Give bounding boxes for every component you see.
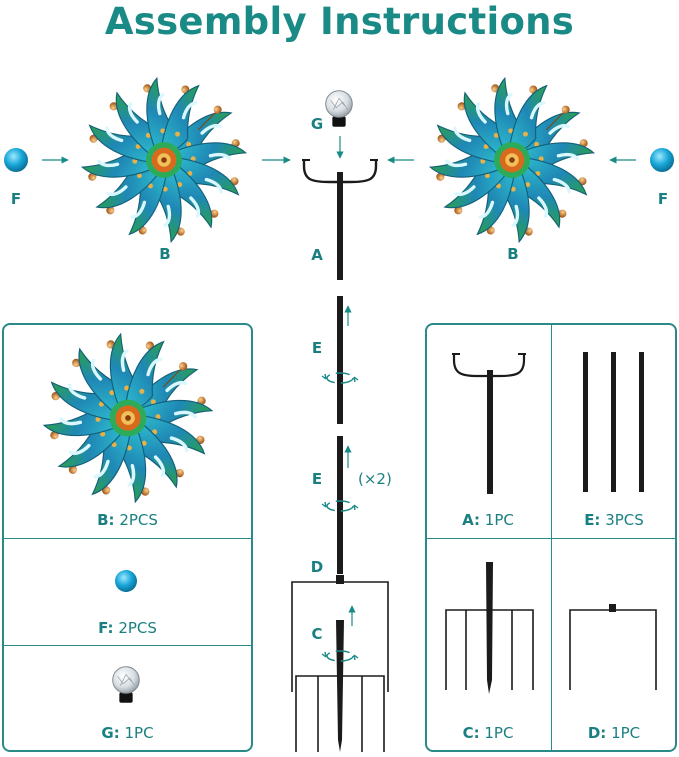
- part-e-rod: [583, 352, 588, 492]
- part-c-stake: [445, 562, 534, 694]
- caption-a: A: 1PC: [462, 511, 514, 529]
- part-a-bracket: [302, 159, 378, 280]
- caption-f: F: 2PCS: [98, 619, 157, 637]
- label-f-left: F: [10, 190, 22, 208]
- label-e-1: E: [311, 339, 323, 357]
- part-e-rod: [639, 352, 644, 492]
- part-a-bracket: [452, 353, 526, 494]
- caption-g: G: 1PC: [101, 724, 154, 742]
- glass-ball-icon: [650, 148, 674, 172]
- page-title: Assembly Instructions: [104, 0, 575, 43]
- label-f-right: F: [657, 190, 669, 208]
- label-b-left: B: [159, 245, 171, 263]
- part-d-frame: [569, 604, 657, 690]
- part-e-rod: [337, 436, 343, 574]
- caption-e: E: 3PCS: [584, 511, 644, 529]
- divider: [3, 645, 252, 646]
- parts-box-left: [2, 323, 253, 752]
- label-times-two: (×2): [358, 470, 392, 488]
- label-e-2: E: [311, 470, 323, 488]
- divider: [426, 538, 676, 539]
- label-a: A: [311, 246, 323, 264]
- part-e-rod: [611, 352, 616, 492]
- glass-ball-icon: [4, 148, 28, 172]
- glass-ball-icon: [115, 570, 137, 592]
- part-c-stake: [295, 620, 385, 752]
- label-b-right: B: [507, 245, 519, 263]
- caption-b: B: 2PCS: [97, 511, 158, 529]
- label-c: C: [311, 625, 323, 643]
- label-d: D: [310, 558, 324, 576]
- caption-c: C: 1PC: [462, 724, 514, 742]
- divider: [551, 324, 552, 751]
- divider: [3, 538, 252, 539]
- part-d-frame: [291, 575, 389, 692]
- part-e-rod: [337, 296, 343, 424]
- caption-d: D: 1PC: [587, 724, 641, 742]
- label-g: G: [310, 115, 324, 133]
